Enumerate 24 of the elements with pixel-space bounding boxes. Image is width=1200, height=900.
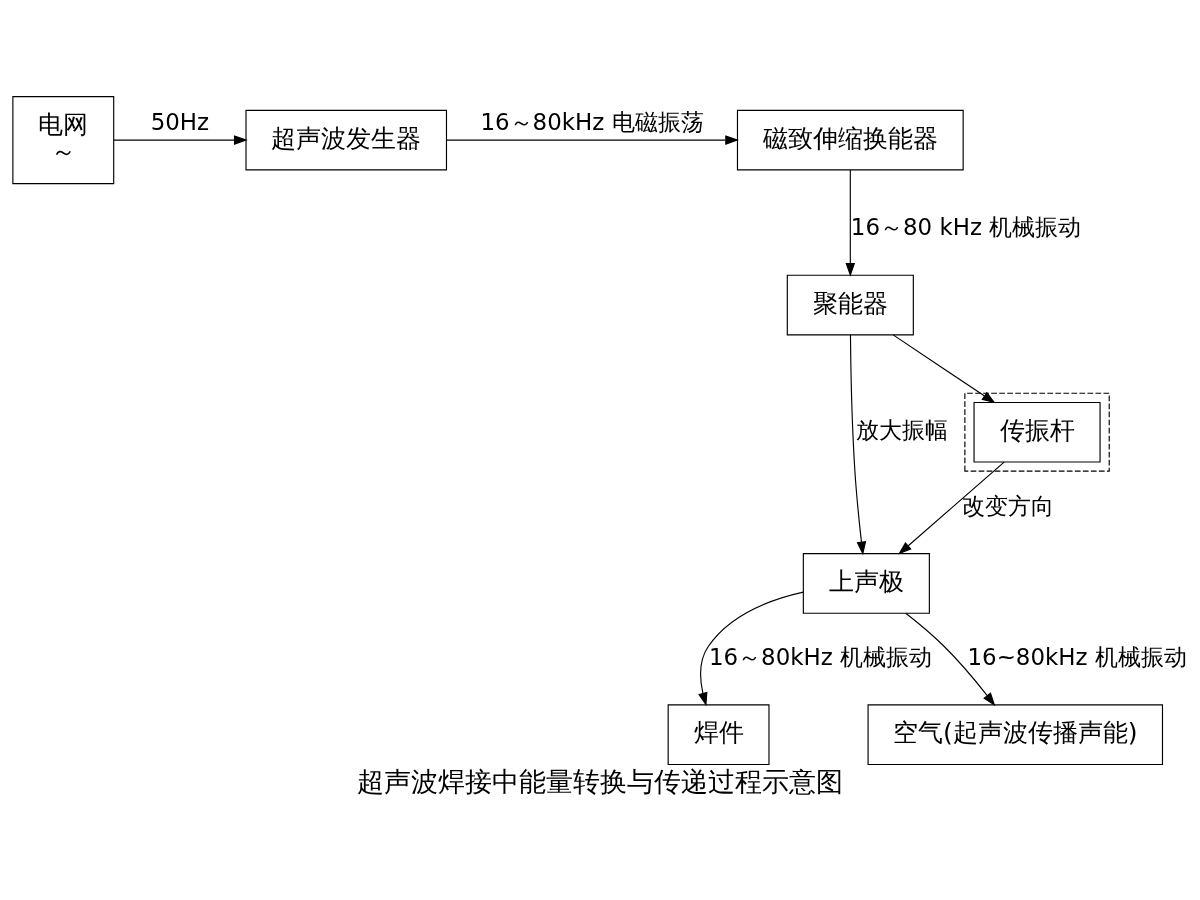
edge-label: 16～80kHz 机械振动 [708,643,933,670]
node-box: 电网 ～ [12,96,115,185]
node-box: 聚能器 [786,274,914,336]
node-box: 磁致伸缩换能器 [736,109,964,171]
arrow [849,334,867,556]
node-box: 超声波发生器 [245,109,448,171]
edge-label: 50Hz [150,108,210,135]
arrow [845,169,856,277]
arrow [898,461,1005,555]
arrow [698,591,804,707]
edge-label: 16～80 kHz 机械振动 [850,214,1082,241]
arrow [892,334,996,404]
caption: 超声波焊接中能量转换与传递过程示意图 [357,765,843,798]
edge-label: 改变方向 [962,492,1055,519]
edge-label: 16~80kHz 机械振动 [967,643,1187,670]
edge-label: 16～80kHz 电磁振荡 [480,108,704,135]
node-box: 焊件 [667,704,770,766]
arrow [905,612,996,707]
arrow [446,135,739,145]
node-box: 上声极 [802,553,930,614]
arrow [113,135,248,145]
edge-label: 放大振幅 [855,416,948,443]
node-box: 空气(起声波传播声能) [867,704,1164,766]
node-box: 传振杆 [973,401,1101,463]
